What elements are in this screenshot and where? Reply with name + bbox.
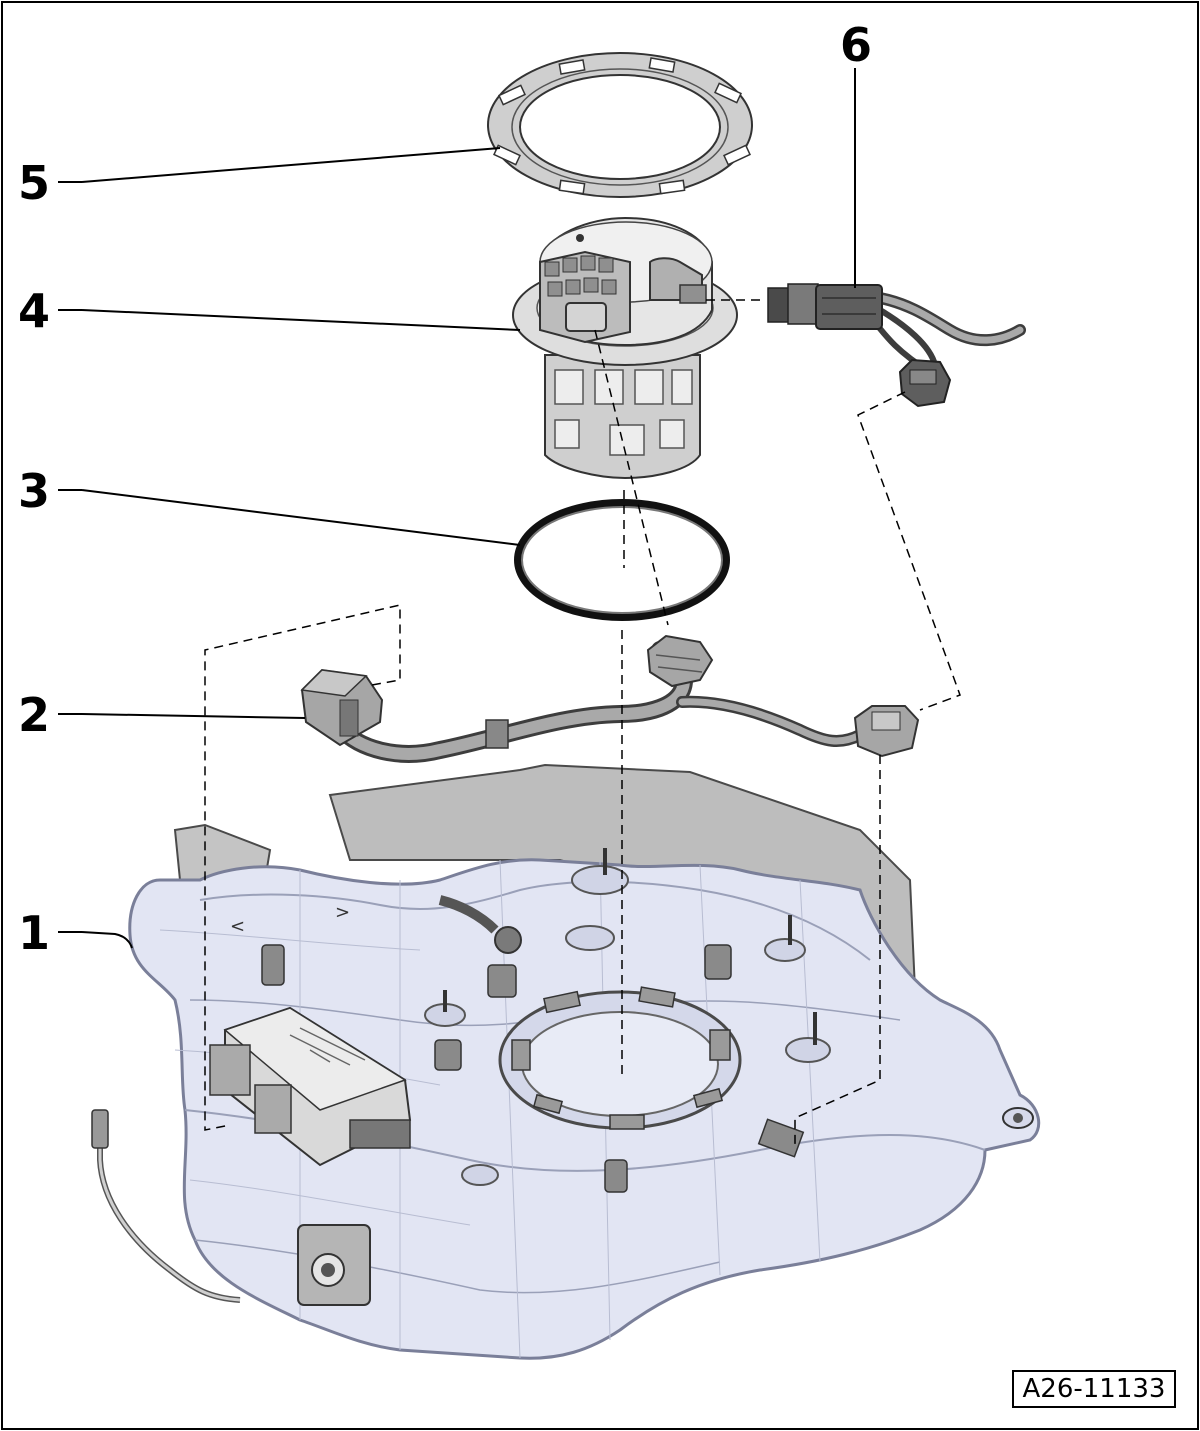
adapter-connector-small (898, 358, 952, 408)
fuel-tank: < > (91, 763, 1041, 1360)
wiring-harness (300, 634, 920, 763)
tank-control-unit (209, 1006, 412, 1167)
locking-ring (487, 52, 753, 198)
harness-connector-middle (646, 634, 714, 688)
callout-3: 3 (18, 464, 51, 518)
callout-2: 2 (18, 688, 51, 742)
assembly-guide-lines (204, 299, 961, 1145)
callout-4: 4 (18, 284, 51, 338)
adapter-connector-main (767, 283, 883, 330)
adapter-harness (767, 283, 1026, 408)
tank-front-bracket (297, 1224, 371, 1306)
svg-text:<: < (230, 916, 245, 937)
fuel-delivery-unit (512, 216, 738, 480)
svg-text:>: > (335, 902, 350, 923)
callout-1: 1 (18, 906, 51, 960)
harness-connector-left (300, 668, 384, 747)
callout-5: 5 (18, 156, 51, 210)
figure-id-label: A26-11133 (1012, 1370, 1176, 1408)
callout-6: 6 (840, 18, 873, 72)
leader-lines (58, 68, 856, 949)
sealing-ring (514, 499, 730, 621)
harness-connector-right (853, 705, 920, 758)
